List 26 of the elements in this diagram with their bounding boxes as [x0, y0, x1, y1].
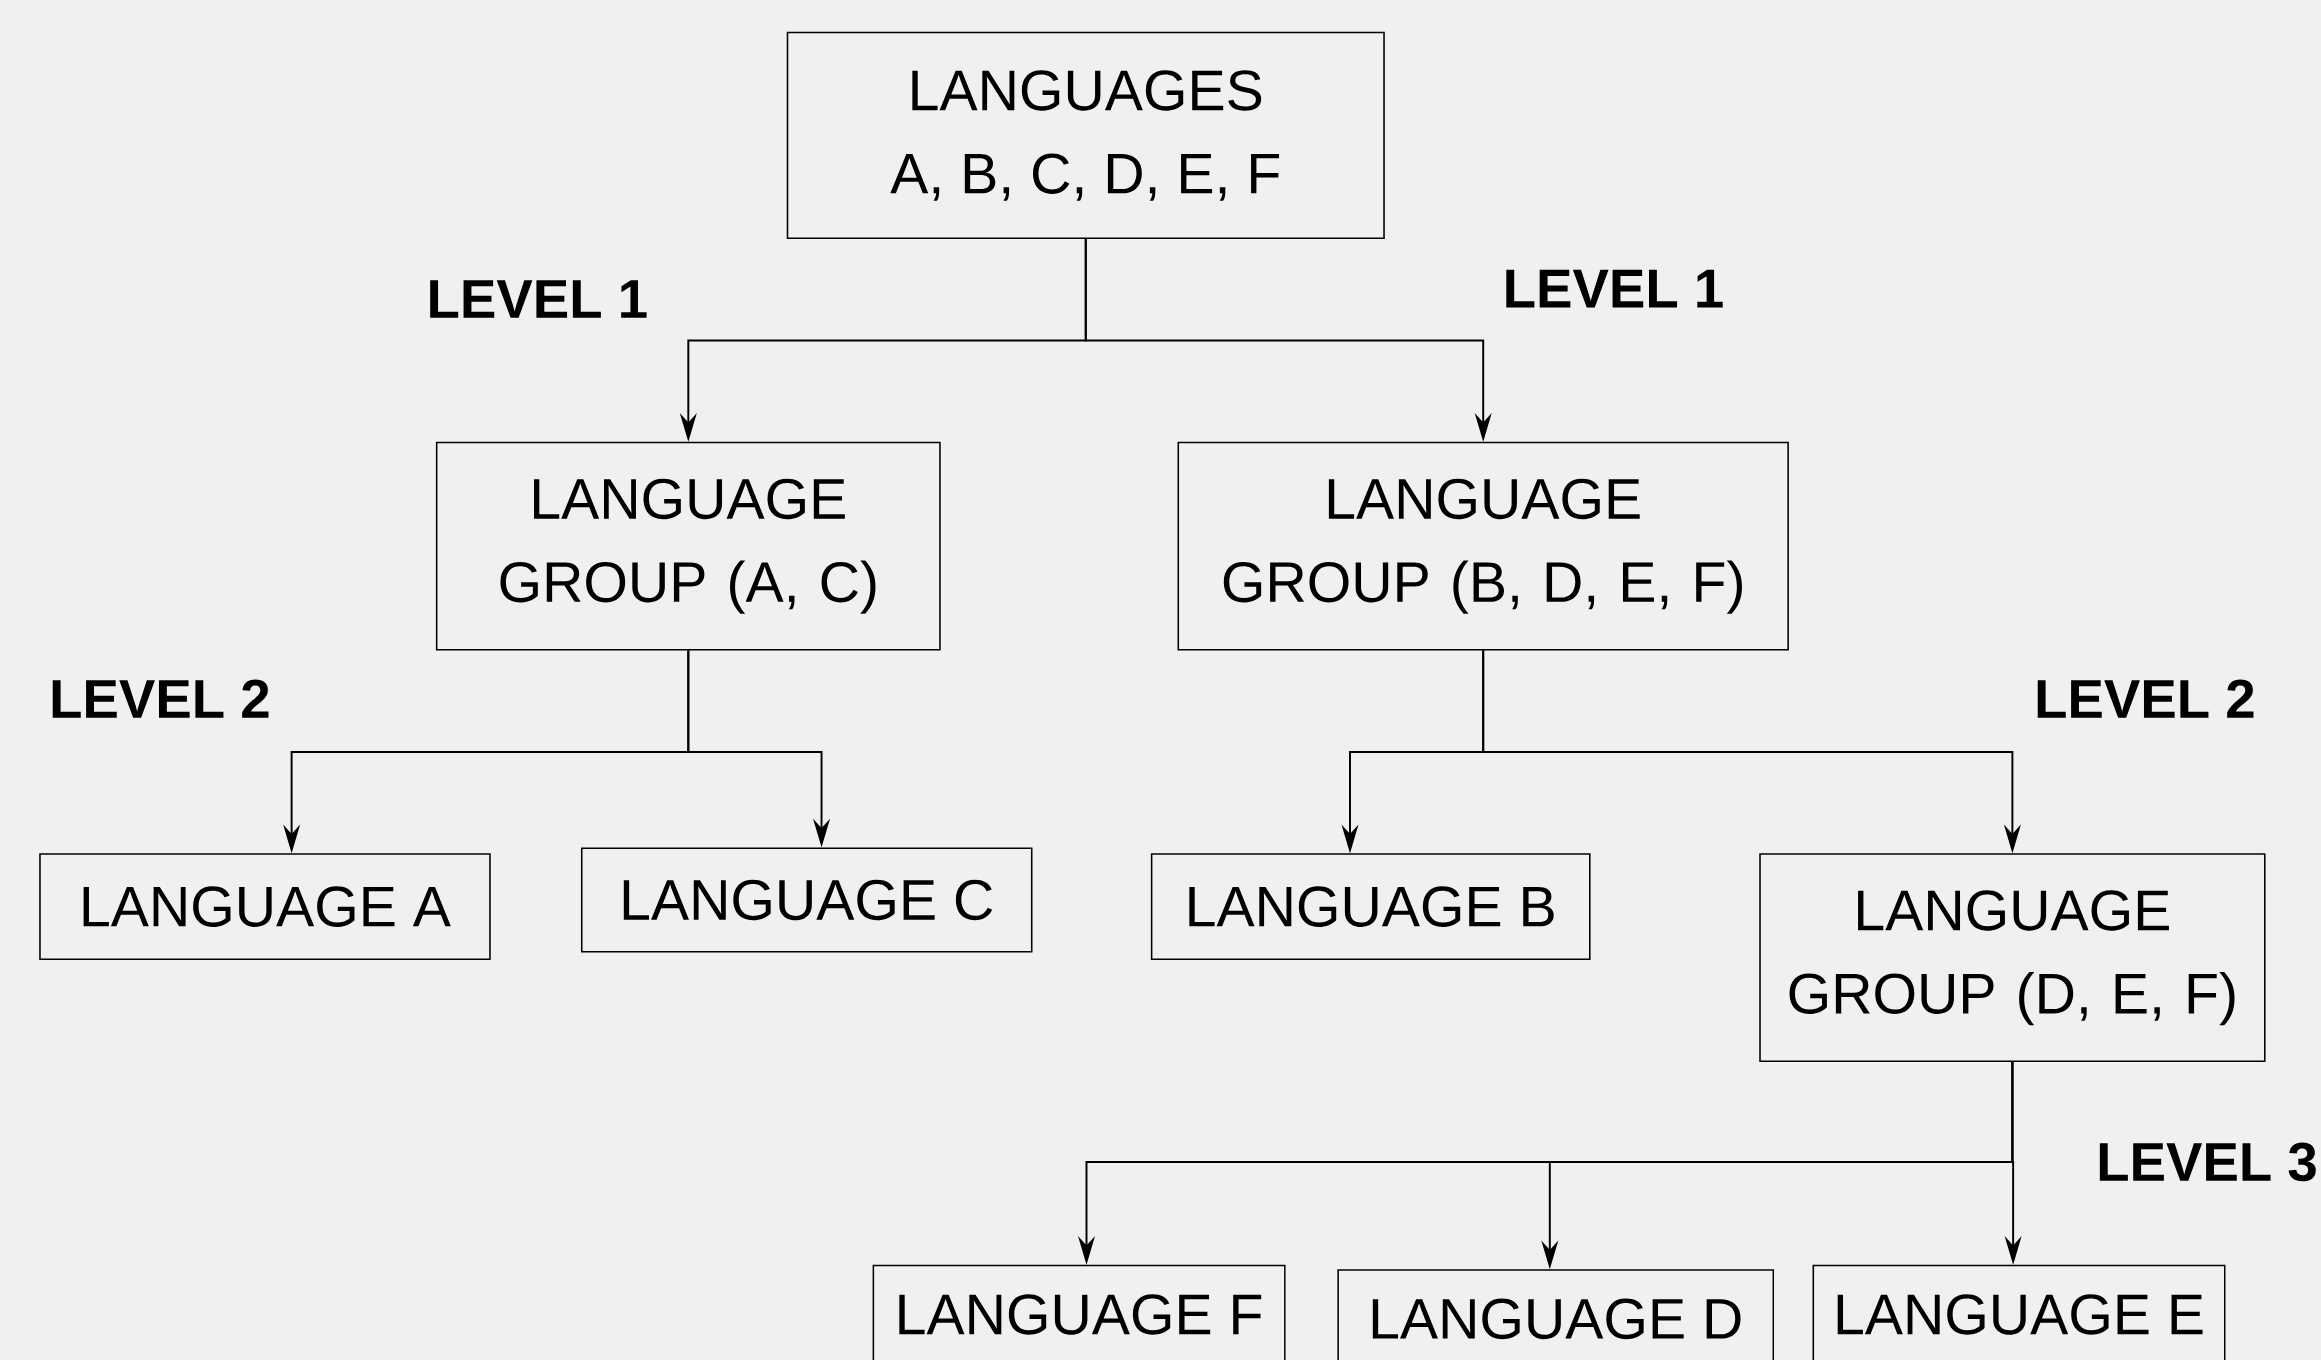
- language-box: [1812, 1264, 2226, 1360]
- language-box: [872, 1264, 1286, 1360]
- node-label: LANGUAGE D: [1372, 1298, 1741, 1339]
- language-box: [580, 847, 1033, 953]
- node-label: LANGUAGES: [912, 70, 1262, 111]
- node-label: LANGUAGE GROUP (A, C): [500, 478, 876, 614]
- level-label: LEVEL 1: [430, 280, 647, 318]
- level-label: LEVEL 1: [1506, 269, 1723, 308]
- language-box: [39, 853, 491, 960]
- level-label: LEVEL 2: [52, 679, 269, 718]
- level-label: LEVEL 3: [2099, 1142, 2316, 1182]
- level-label: LEVEL 2: [2037, 679, 2254, 718]
- node-label: LANGUAGE GROUP (B, D, E, F): [1223, 478, 1742, 614]
- language-box: [435, 441, 941, 651]
- node-label: LANGUAGE E: [1837, 1294, 2203, 1335]
- node-label: LANGUAGE C: [623, 879, 993, 921]
- language-box: [1177, 441, 1789, 651]
- language-box: [786, 31, 1385, 239]
- node-label: LANGUAGE A: [83, 886, 451, 927]
- node-label: LANGUAGE F: [899, 1294, 1262, 1335]
- language-box: [1759, 853, 2266, 1062]
- node-label: A, B, C, D, E, F: [890, 153, 1280, 201]
- language-box: [1337, 1269, 1775, 1360]
- node-label: LANGUAGE GROUP (D, E, F): [1789, 890, 2235, 1026]
- node-label: LANGUAGE B: [1189, 886, 1554, 927]
- language-box: [1150, 853, 1591, 960]
